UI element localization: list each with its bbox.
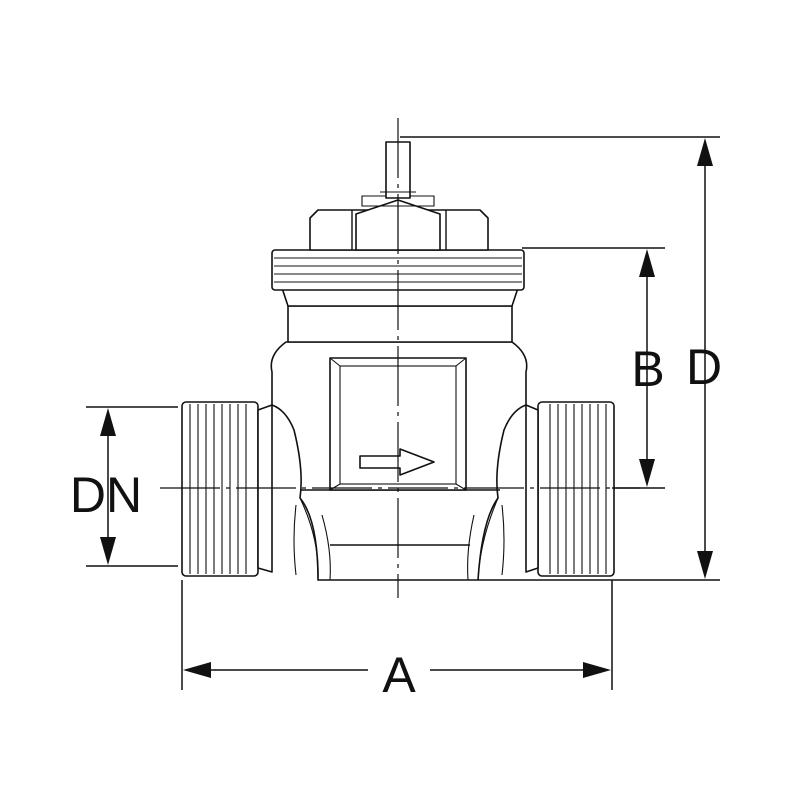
dimension-label-dn: DN [70,467,142,523]
center-lines [160,118,640,598]
flow-direction-arrow-icon [359,448,435,476]
left-threaded-connector [181,401,273,577]
hex-nut [309,195,489,251]
dimension-label-a: A [382,647,416,703]
dimension-label-b: B [631,341,664,397]
dimension-label-d: D [686,339,722,395]
dimension-lines [86,136,720,690]
right-threaded-connector [525,401,615,577]
